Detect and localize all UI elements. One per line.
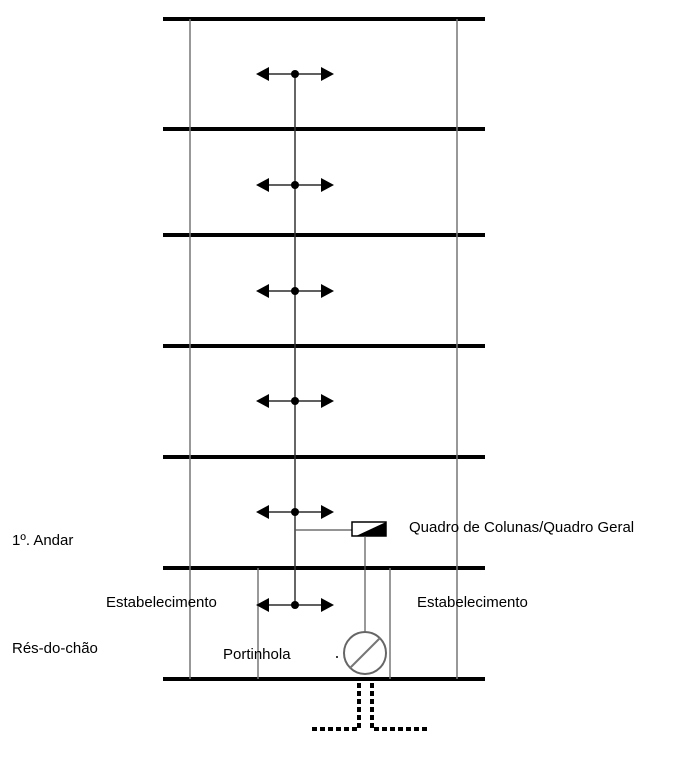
quadro-label: Quadro de Colunas/Quadro Geral [409, 519, 635, 536]
first-floor-label: 1º. Andar [12, 532, 74, 549]
supply-cable [309, 683, 428, 731]
establishment-right-label: Estabelecimento [417, 594, 528, 611]
floor-arrow-4 [256, 284, 334, 298]
floor-arrow-6 [256, 67, 334, 81]
portinhola-meter-icon [336, 631, 387, 675]
ground-floor-label: Rés-do-chão [12, 640, 98, 657]
floor-arrow-2 [256, 505, 334, 519]
floor-arrow-3 [256, 394, 334, 408]
supply-cable-left [309, 683, 361, 731]
quadro-panel-icon [351, 521, 387, 537]
building-walls [189, 19, 458, 679]
floor-arrow-5 [256, 178, 334, 192]
establishment-left-label: Estabelecimento [106, 594, 217, 611]
portinhola-label: Portinhola [223, 646, 291, 663]
floor-arrow-1 [256, 598, 334, 612]
supply-cable-right [370, 683, 428, 731]
distribution-arrows [256, 67, 334, 612]
floor-slabs [163, 17, 485, 681]
